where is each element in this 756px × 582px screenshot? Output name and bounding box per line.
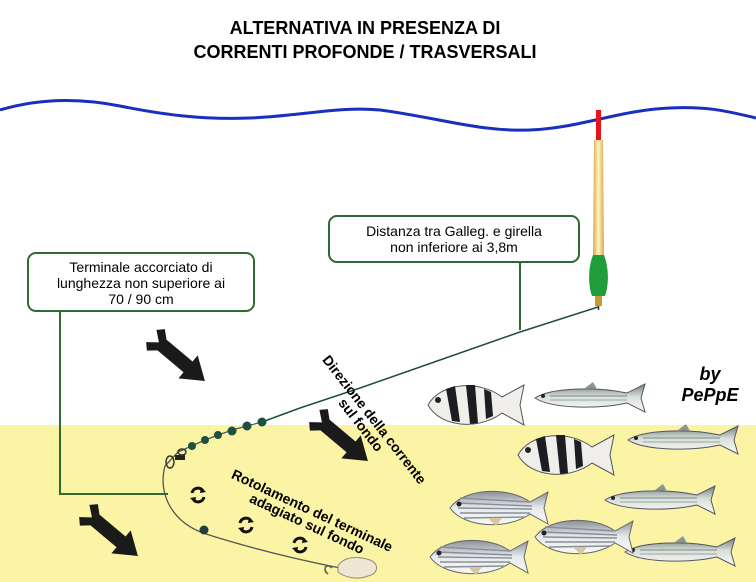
callout-terminal: Terminale accorciato di lunghezza non su… [27,252,255,312]
fish-icon [534,381,646,413]
callout-distance-line1: Distanza tra Galleg. e girella [366,223,542,239]
callout-distance-line2: non inferiore ai 3,8m [390,239,518,255]
bait-icon [324,557,377,579]
callout-distance: Distanza tra Galleg. e girella non infer… [328,215,580,263]
rotation-icon [236,515,256,535]
rotation-icon [188,485,208,505]
author-signature: by PePpE [670,364,750,406]
sinker-beads [188,417,267,535]
rotation-icon [290,535,310,555]
callout-connector-terminal [59,312,168,495]
water-surface [0,98,756,132]
diagram-title-line1: ALTERNATIVA IN PRESENZA DI [229,18,501,38]
callout-terminal-line3: 70 / 90 cm [108,291,174,307]
signature-line2: PePpE [681,385,739,405]
fishing-line [261,306,599,423]
fish-icon [427,384,525,426]
swivel-icon [165,448,187,469]
current-arrow-icon [141,324,215,393]
signature-line1: by [699,364,721,384]
callout-terminal-line2: lunghezza non superiore ai [56,275,226,291]
diagram-title-line2: CORRENTI PROFONDE / TRASVERSALI [193,42,537,62]
callout-terminal-line1: Terminale accorciato di [69,259,213,275]
float-icon [589,110,608,310]
